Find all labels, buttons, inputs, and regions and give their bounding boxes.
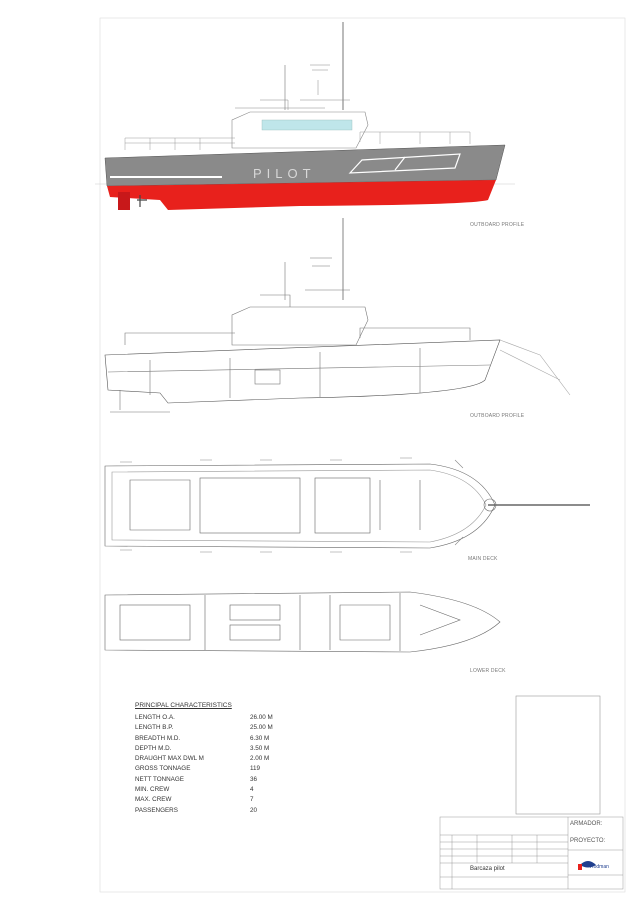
characteristic-value: 3.50 M [250, 744, 270, 752]
characteristic-row: GROSS TONNAGE 119 [135, 765, 273, 775]
characteristic-value: 20 [250, 806, 258, 814]
principal-characteristics-table: PRINCIPAL CHARACTERISTICS LENGTH O.A. 26.… [135, 702, 273, 817]
characteristic-value: 6.30 M [250, 734, 270, 742]
characteristic-value: 36 [250, 775, 258, 783]
characteristic-row: DEPTH M.D. 3.50 M [135, 745, 273, 755]
outboard-profile-view [95, 22, 515, 210]
lower-deck-plan [104, 591, 501, 653]
drawing-title: Barcaza pilot [470, 866, 505, 872]
inboard-profile-view [104, 218, 571, 413]
rudder [118, 192, 130, 210]
characteristic-row: LENGTH O.A. 26.00 M [135, 714, 273, 724]
logo-mark [580, 861, 596, 868]
characteristic-label: NETT TONNAGE [135, 775, 184, 783]
characteristic-row: BREADTH M.D. 6.30 M [135, 735, 273, 745]
characteristic-label: GROSS TONNAGE [135, 765, 191, 773]
characteristic-row: LENGTH B.P. 25.00 M [135, 724, 273, 734]
characteristic-value: 2.00 M [250, 755, 270, 763]
characteristic-row: NETT TONNAGE 36 [135, 776, 273, 786]
characteristic-value: 26.00 M [250, 714, 273, 721]
characteristic-row: PASSENGERS 20 [135, 807, 273, 817]
characteristic-label: LENGTH O.A. [135, 714, 175, 721]
logo-text: Rodman [590, 864, 609, 870]
characteristic-label: DEPTH M.D. [135, 744, 172, 752]
main-deck-plan [104, 457, 590, 553]
characteristic-value: 119 [250, 765, 261, 773]
lower-deck-label: LOWER DECK [470, 668, 506, 674]
characteristic-label: BREADTH M.D. [135, 734, 181, 742]
notes-box [515, 695, 601, 815]
title-block [439, 816, 624, 890]
characteristic-row: DRAUGHT MAX DWL M 2.00 M [135, 755, 273, 765]
hull-marking: PILOT [253, 166, 316, 181]
outboard-profile-label: OUTBOARD PROFILE [470, 222, 525, 228]
project-label: PROYECTO: [570, 838, 606, 844]
characteristic-label: DRAUGHT MAX DWL M [135, 755, 204, 763]
characteristic-label: PASSENGERS [135, 806, 178, 814]
characteristic-value: 25.00 M [250, 724, 273, 732]
drawing-frame [99, 17, 626, 893]
characteristic-label: MIN. CREW [135, 786, 170, 794]
characteristic-value: 7 [250, 796, 254, 804]
characteristic-label: MAX. CREW [135, 796, 172, 804]
characteristic-label: LENGTH B.P. [135, 724, 174, 732]
inboard-profile-label: OUTBOARD PROFILE [470, 413, 525, 419]
characteristic-value: 4 [250, 786, 254, 794]
characteristic-row: MIN. CREW 4 [135, 786, 273, 796]
characteristics-title: PRINCIPAL CHARACTERISTICS [135, 702, 232, 709]
characteristic-row: MAX. CREW 7 [135, 796, 273, 806]
wheelhouse-windows [261, 119, 353, 131]
owner-label: ARMADOR: [570, 821, 603, 827]
main-deck-label: MAIN DECK [468, 556, 498, 562]
